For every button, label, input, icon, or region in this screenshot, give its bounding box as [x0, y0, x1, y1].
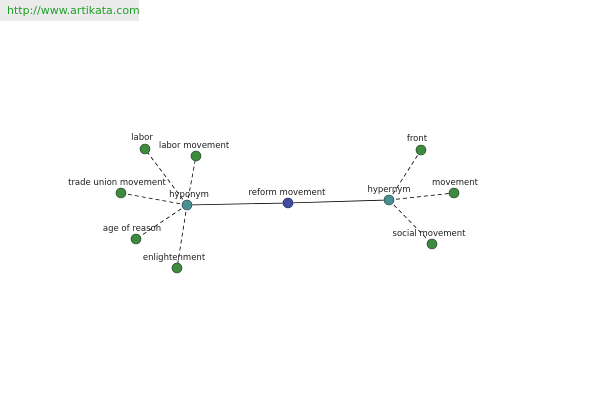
- url-banner: http://www.artikata.com: [0, 0, 140, 21]
- node-front[interactable]: [415, 144, 427, 156]
- node-age-of-reason[interactable]: [130, 233, 142, 245]
- label-age-of-reason: age of reason: [103, 224, 161, 234]
- label-movement: movement: [432, 178, 479, 188]
- url-link[interactable]: http://www.artikata.com: [7, 4, 140, 17]
- edge-hypernym-movement: [388, 192, 455, 201]
- edge-hyponym-labor: [144, 148, 188, 206]
- node-social-movement[interactable]: [426, 238, 438, 250]
- node-enlightenment[interactable]: [171, 262, 183, 274]
- label-social-movement: social movement: [393, 229, 467, 239]
- edge-hypernym-social-movement: [388, 199, 433, 245]
- label-front: front: [407, 134, 428, 144]
- edge-center-hyponym: [186, 202, 289, 206]
- label-hypernym: hypernym: [367, 185, 410, 195]
- node-labor-movement[interactable]: [190, 150, 202, 162]
- label-reform-movement: reform movement: [248, 188, 326, 198]
- edge-hypernym-front: [388, 149, 422, 201]
- label-labor-movement: labor movement: [159, 141, 230, 151]
- node-hyponym[interactable]: [181, 199, 193, 211]
- edge-center-hypernym: [287, 199, 390, 204]
- label-trade-union-movement: trade union movement: [68, 178, 166, 188]
- label-labor: labor: [131, 133, 153, 143]
- edge-hyponym-enlightenment: [176, 204, 188, 269]
- edge-hyponym-age-of-reason: [135, 204, 188, 240]
- node-trade-union-movement[interactable]: [115, 187, 127, 199]
- node-movement[interactable]: [448, 187, 460, 199]
- node-hypernym[interactable]: [383, 194, 395, 206]
- node-labor[interactable]: [139, 143, 151, 155]
- label-hyponym: hyponym: [169, 190, 209, 200]
- edge-hyponym-labor-movement: [186, 155, 197, 206]
- label-enlightenment: enlightenment: [143, 253, 206, 263]
- node-reform-movement[interactable]: [282, 197, 294, 209]
